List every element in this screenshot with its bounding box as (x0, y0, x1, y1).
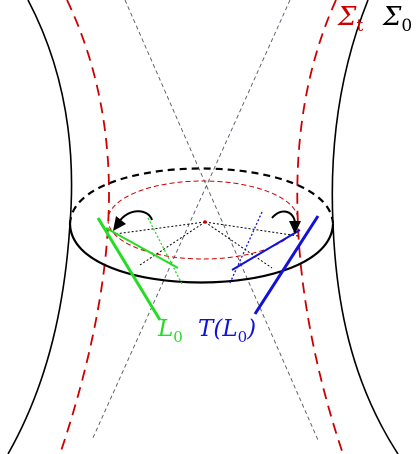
l0-label: L0 (157, 316, 183, 346)
l0-line-main (96, 217, 162, 321)
t-l0-line-main (253, 215, 320, 315)
t-l0-label: T(L0) (198, 316, 256, 346)
sigma-t-ellipse (107, 180, 299, 260)
sigma-0-label: Σ0 (382, 2, 412, 36)
sigma-t-label: Σt (337, 2, 363, 36)
cone-line-2 (91, 0, 291, 441)
rotation-arrow-left (118, 210, 153, 223)
sigma-0-right-curve (331, 0, 399, 454)
sigma-t-right-curve (296, 0, 344, 454)
center-point (203, 220, 207, 224)
radial-dotted-2 (139, 221, 206, 266)
rotation-arrow-right-head-icon (289, 221, 301, 234)
rotation-arrow-left-head-icon (113, 216, 126, 231)
t-l0-line-cross (231, 229, 301, 271)
sigma-0-left-curve (7, 0, 73, 454)
l0-line-dotted (147, 217, 183, 285)
cone-line-1 (124, 0, 319, 441)
waist-ellipse-front (68, 223, 335, 284)
waist-ellipse-back (68, 167, 335, 225)
l0-line-cross (105, 227, 179, 269)
t-l0-line-dotted (229, 211, 263, 284)
radial-dotted-3 (204, 221, 273, 269)
sigma-t-left-curve (59, 0, 110, 454)
radial-dotted-1 (114, 221, 206, 235)
